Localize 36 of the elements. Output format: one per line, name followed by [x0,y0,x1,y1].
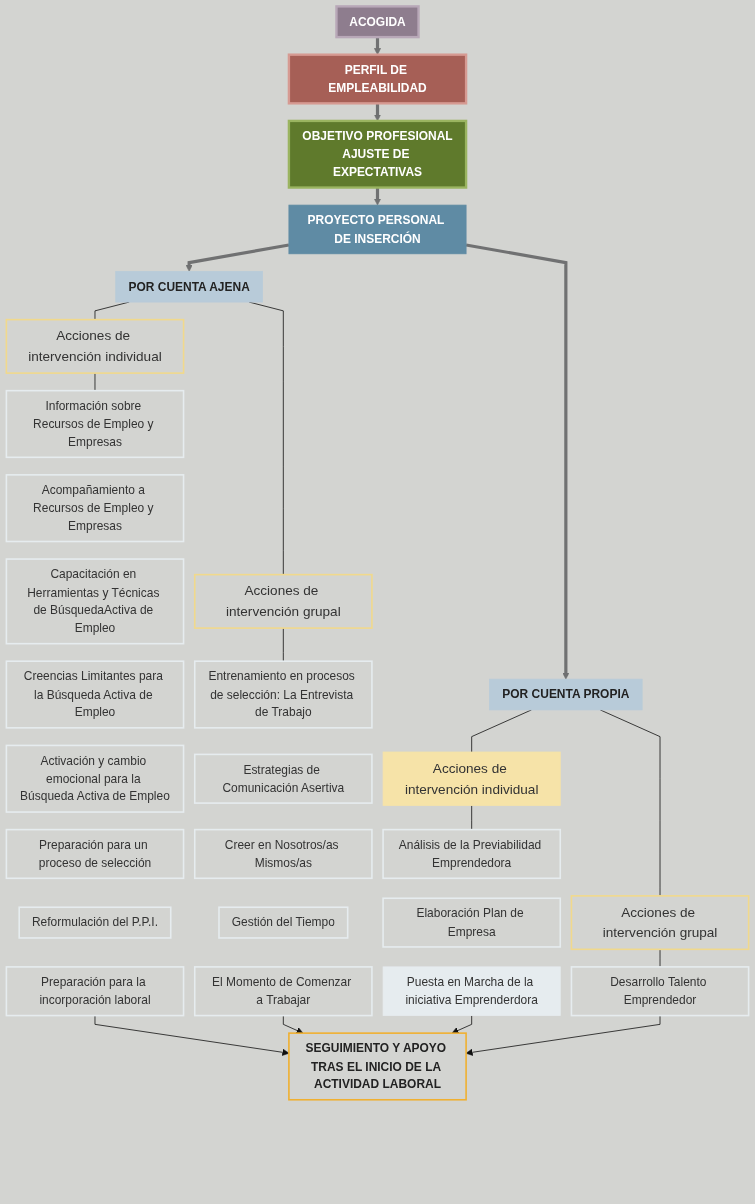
node-box: SEGUIMIENTO Y APOYO TRAS EL INICIO DE LA ACTIVIDAD LABORAL [288,1032,467,1101]
node-box: OBJETIVO PROFESIONAL AJUSTE DE EXPECTATIVAS [287,119,468,189]
node-box: PROYECTO PERSONAL DE INSERCIÓN [288,204,467,255]
node-box: Estrategias de Comunicación Asertiva [193,753,373,804]
arrow [374,187,381,206]
node-box: ACOGIDA [335,5,420,39]
node-box: Preparación para un proceso de selección [5,828,185,880]
node-box: Acciones de intervención grupal [570,895,750,951]
node-box: POR CUENTA PROPIA [489,678,643,711]
node-box: Preparación para la incorporación laboral [5,966,185,1017]
connector [471,805,473,830]
node-box: Capacitación en Herramientas y Técnicas de BúsquedaActiva de Empleo [5,558,185,645]
node-box: PERFIL DE EMPLEABILIDAD [287,53,468,105]
arrow [185,243,290,272]
node-box: Gestión del Tiempo [218,906,349,939]
node-box: Desarrollo Talento Emprendedor [570,966,750,1017]
arrow [374,37,381,55]
node-box: Acompañamiento a Recursos de Empleo y Empresas [5,474,185,543]
node-box: Acciones de intervención individual [5,318,185,374]
node-box: Acciones de intervención individual [382,751,561,806]
node-box: El Momento de Comenzar a Trabajar [193,966,373,1017]
node-box: Reformulación del P.P.I. [18,906,172,939]
node-box: Análisis de la Previabilidad Emprendedora [382,828,562,880]
node-box: Creencias Limitantes para la Búsqueda Activa de Empleo [5,660,185,729]
node-box: Acciones de intervención grupal [193,573,373,629]
connector [471,709,532,753]
node-box: POR CUENTA AJENA [115,270,263,303]
node-box: Activación y cambio emocional para la Búsqueda Activa de Empleo [5,744,185,813]
node-box: Entrenamiento en procesos de selección: La Entrevista de Trabajo [193,660,373,729]
arrow [465,243,570,680]
connector [282,627,284,662]
node-box: Elaboración Plan de Empresa [382,897,562,948]
connector [599,709,661,897]
node-box: Creer en Nosotros/as Mismos/as [193,828,373,880]
node-box: Información sobre Recursos de Empleo y Empresas [5,389,185,459]
node-box: Puesta en Marcha de la iniciativa Emprenderdora [382,966,561,1016]
